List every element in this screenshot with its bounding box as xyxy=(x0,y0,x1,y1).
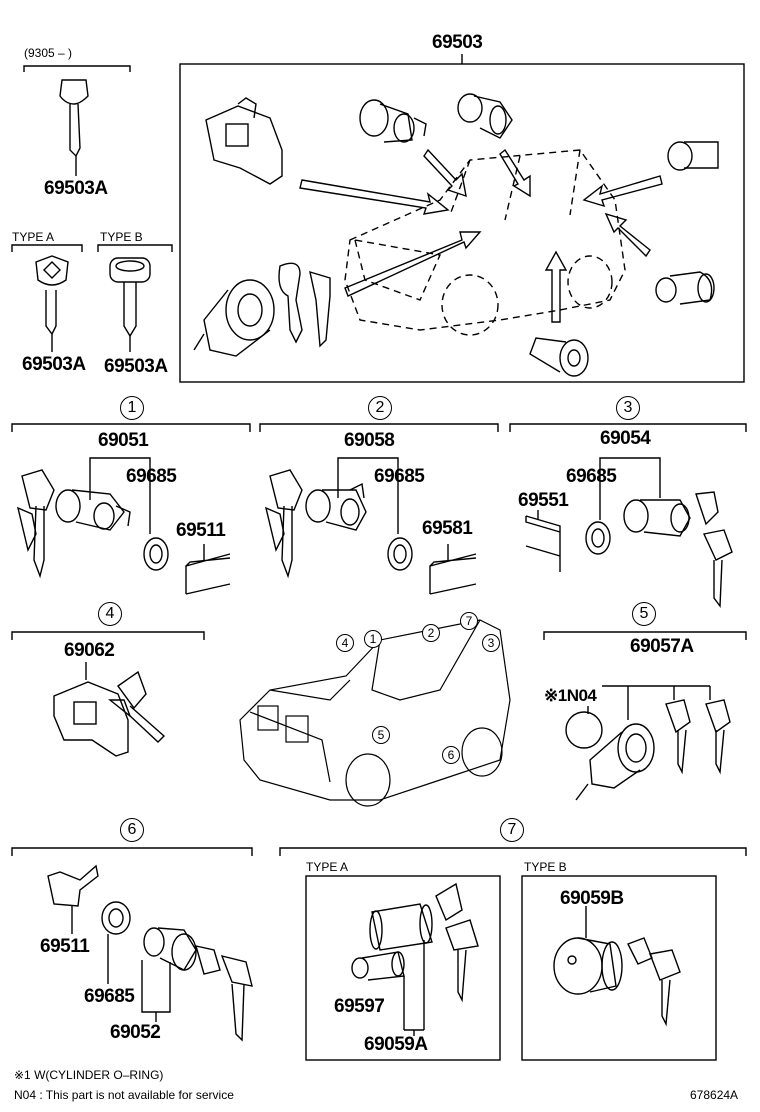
cylinder-icon xyxy=(143,927,197,971)
key-a-part-label: 69503A xyxy=(22,354,86,375)
key-b-part-label: 69503A xyxy=(104,356,168,377)
section6-retainer-label: 69511 xyxy=(40,936,90,957)
small-cylinder-icon xyxy=(351,951,405,981)
oring-icon xyxy=(387,537,413,571)
section1-set-label: 69051 xyxy=(98,430,149,451)
cylinder-b-icon xyxy=(553,937,623,995)
section3-number: 3 xyxy=(616,396,640,420)
type-a-label: TYPE A xyxy=(12,230,55,244)
key-icon xyxy=(705,699,731,775)
section7-cylinder-label: 69597 xyxy=(334,996,385,1017)
key-type-a-icon xyxy=(35,255,69,336)
ignition-lock-icon xyxy=(205,97,283,185)
key-icon xyxy=(695,491,733,608)
section2-retainer-label: 69581 xyxy=(422,518,473,539)
key-icon xyxy=(627,937,681,1027)
section2-number: 2 xyxy=(368,396,392,420)
diagram-id: 678624A xyxy=(690,1088,739,1102)
section5-parts xyxy=(543,631,747,801)
key-icon xyxy=(195,945,253,1042)
section7-type-b-label: TYPE B xyxy=(524,860,567,874)
section4-parts xyxy=(11,631,205,757)
section7-set-b-label: 69059B xyxy=(560,888,624,909)
door-cylinder-icon xyxy=(359,99,427,143)
section5-set-label: 69057A xyxy=(630,636,694,657)
section3-parts xyxy=(525,457,733,608)
cylinder-icon xyxy=(623,499,691,537)
section7-number: 7 xyxy=(500,818,524,842)
key-icon xyxy=(59,79,89,158)
oring-icon xyxy=(143,537,169,571)
ignition-lock-icon xyxy=(53,681,129,757)
assembly-box xyxy=(179,54,745,383)
bottom-cylinder-icon xyxy=(529,337,589,377)
section7-set-a-label: 69059A xyxy=(364,1034,428,1055)
footnote-1: ※1 W(CYLINDER O–RING) xyxy=(14,1068,164,1082)
section7-type-a-label: TYPE A xyxy=(306,860,349,874)
key-icon xyxy=(108,670,166,743)
key-part-label: 69503A xyxy=(44,178,108,199)
footnote-2: N04 : This part is not available for ser… xyxy=(14,1088,234,1102)
section6-parts xyxy=(47,864,253,1042)
section1-number: 1 xyxy=(120,396,144,420)
key-icon xyxy=(665,699,691,775)
key-icon xyxy=(16,469,55,579)
assembly-part-label: 69503 xyxy=(432,32,483,53)
section3-oring-label: 69685 xyxy=(566,466,617,487)
section6-oring-label: 69685 xyxy=(84,986,135,1007)
vehicle-marker-4: 4 xyxy=(336,634,354,652)
back-door-cylinder-icon xyxy=(667,141,719,171)
arrow-group xyxy=(299,148,663,323)
section3-retainer-label: 69551 xyxy=(518,490,569,511)
section1-parts xyxy=(16,457,231,595)
retainer-icon xyxy=(525,510,561,572)
retainer-icon xyxy=(429,544,477,595)
vehicle-marker-7: 7 xyxy=(460,612,478,630)
date-range: (9305 – ) xyxy=(24,46,73,60)
retainer-icon xyxy=(47,864,99,934)
vehicle-marker-2: 2 xyxy=(422,624,440,642)
section6-set-label: 69052 xyxy=(110,1022,161,1043)
section2-oring-label: 69685 xyxy=(374,466,425,487)
section6-number: 6 xyxy=(120,818,144,842)
section5-number: 5 xyxy=(632,602,656,626)
section1-oring-label: 69685 xyxy=(126,466,177,487)
ignition-cylinder-icon xyxy=(575,723,655,801)
vehicle-outline xyxy=(344,149,626,336)
section4-set-label: 69062 xyxy=(64,640,115,661)
key-type-b-icon xyxy=(109,257,151,338)
cylinder-icon xyxy=(305,482,367,531)
rear-cylinder-icon xyxy=(655,271,715,305)
section-brackets-row1 xyxy=(11,423,747,432)
section7-parts xyxy=(305,875,717,1061)
section3-set-label: 69054 xyxy=(600,428,651,449)
ignition-key-set-icon xyxy=(193,262,331,357)
cylinder-icon xyxy=(369,903,433,951)
retainer-icon xyxy=(185,544,231,595)
top-key-group xyxy=(11,65,173,352)
vehicle-marker-1: 1 xyxy=(364,630,382,648)
section5-note-part-label: ※1N04 xyxy=(544,686,597,705)
section2-set-label: 69058 xyxy=(344,430,395,451)
center-vehicle xyxy=(239,619,511,807)
vehicle-marker-6: 6 xyxy=(442,746,460,764)
vehicle-marker-3: 3 xyxy=(482,634,500,652)
section-brackets-row3 xyxy=(11,847,747,856)
oring-icon xyxy=(565,711,603,749)
type-b-label: TYPE B xyxy=(100,230,143,244)
key-icon xyxy=(435,882,479,1003)
cylinder-icon xyxy=(55,489,131,531)
section1-retainer-label: 69511 xyxy=(176,520,226,541)
section4-number: 4 xyxy=(98,602,122,626)
glovebox-cylinder-icon xyxy=(457,93,513,139)
section2-parts xyxy=(264,457,477,595)
oring-icon xyxy=(101,901,131,984)
key-icon xyxy=(264,469,303,579)
oring-icon xyxy=(585,521,611,555)
vehicle-marker-5: 5 xyxy=(372,726,390,744)
